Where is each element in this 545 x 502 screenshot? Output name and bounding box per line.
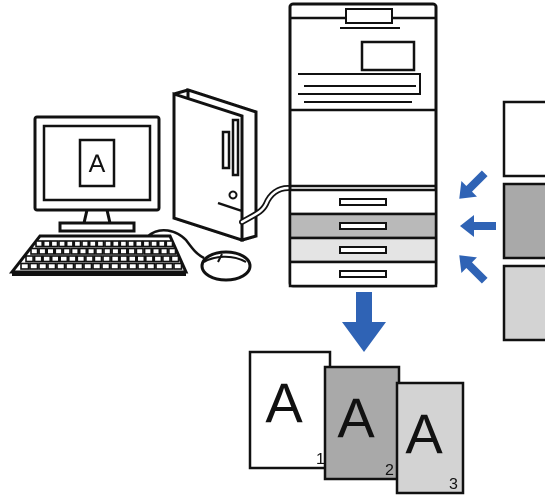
paper-source-sheet <box>502 264 545 342</box>
paper-source-sheet <box>502 182 545 260</box>
monitor-icon <box>33 115 161 233</box>
output-page-sheet <box>323 365 401 481</box>
screen-document <box>78 138 116 188</box>
computer-tower-icon <box>172 87 258 243</box>
output-page-number: 2 <box>385 462 394 479</box>
paper-sources <box>502 100 545 342</box>
output-page-letter: A <box>405 402 443 465</box>
mouse-icon <box>200 250 252 282</box>
output-page-letter: A <box>265 371 303 434</box>
output-page-number: 1 <box>316 451 325 468</box>
output-page-sheet <box>395 381 465 495</box>
output-page-letter: A <box>337 386 375 449</box>
output-page: A3 <box>395 381 465 495</box>
feed-arrow-middle-icon <box>460 215 496 237</box>
feed-arrow-top-icon <box>459 170 488 199</box>
feed-arrow-bottom-icon <box>459 255 488 284</box>
paper-source-sheet <box>502 100 545 178</box>
paper-trays <box>288 188 438 288</box>
keyboard-icon <box>8 234 189 276</box>
feed-arrows <box>459 170 496 284</box>
screen-document-letter: A <box>89 150 106 178</box>
output-page-sheet <box>248 350 332 470</box>
output-page-number: 3 <box>449 476 458 493</box>
mouse-cable <box>147 228 205 260</box>
output-page: A1 <box>248 350 332 470</box>
tray-2 <box>288 212 438 240</box>
output-page: A2 <box>323 365 401 481</box>
output-arrow-icon <box>342 292 386 352</box>
